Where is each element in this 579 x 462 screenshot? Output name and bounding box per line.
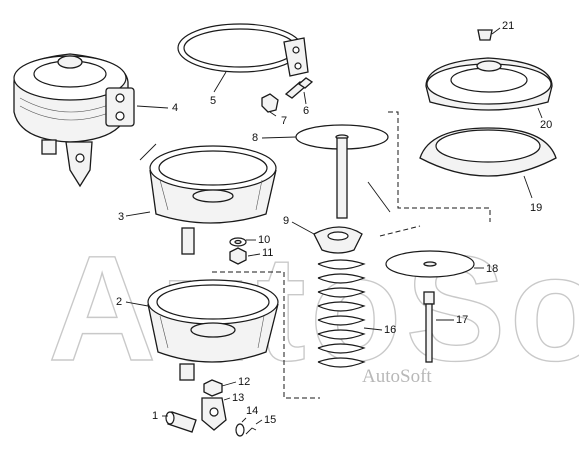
callout-7: 7	[281, 115, 287, 127]
lock-nut	[203, 379, 223, 397]
housing-nut	[229, 247, 247, 265]
callout-5: 5	[210, 95, 216, 107]
callouts: 4 5 6 7 8 3 9 10 11 2 16 18 17 12 13 1 1	[116, 20, 552, 426]
lower-housing	[147, 279, 279, 381]
return-spring	[317, 259, 366, 368]
callout-21: 21	[502, 20, 514, 32]
callout-6: 6	[303, 105, 309, 117]
callout-12: 12	[238, 376, 250, 388]
callout-16: 16	[384, 324, 396, 336]
callout-11: 11	[262, 247, 273, 259]
upper-housing	[149, 145, 277, 255]
center-bolt	[423, 291, 435, 363]
diaphragm	[419, 127, 557, 177]
watermark-small: AutoSoft	[362, 366, 432, 387]
watermark-large: AutoSoft	[48, 224, 579, 392]
cover-plug	[477, 29, 493, 41]
clamp-bolt	[284, 77, 314, 99]
chamber-cover	[425, 57, 553, 111]
push-rod-disc	[295, 124, 389, 219]
clamp-ring	[177, 23, 309, 77]
callout-4: 4	[172, 102, 178, 114]
callout-13: 13	[232, 392, 244, 404]
clevis-pin	[165, 411, 197, 433]
callout-2: 2	[116, 296, 122, 308]
callout-9: 9	[283, 215, 289, 227]
cotter-pin	[245, 427, 257, 435]
callout-18: 18	[486, 263, 498, 275]
clevis-fork	[201, 397, 227, 431]
assembled-brake-chamber	[13, 53, 135, 188]
callout-14: 14	[246, 405, 258, 417]
callout-20: 20	[540, 119, 552, 131]
callout-1: 1	[152, 410, 158, 422]
callout-3: 3	[118, 211, 124, 223]
spring-retainer	[313, 226, 363, 254]
callout-19: 19	[530, 202, 542, 214]
washer	[229, 237, 247, 247]
pin-washer	[235, 423, 245, 437]
pressure-disc	[385, 250, 475, 278]
callout-10: 10	[258, 234, 270, 246]
callout-15: 15	[264, 414, 276, 426]
callout-8: 8	[252, 132, 258, 144]
callout-17: 17	[456, 314, 468, 326]
assembly-lines	[139, 111, 491, 399]
clamp-nut	[261, 93, 279, 113]
